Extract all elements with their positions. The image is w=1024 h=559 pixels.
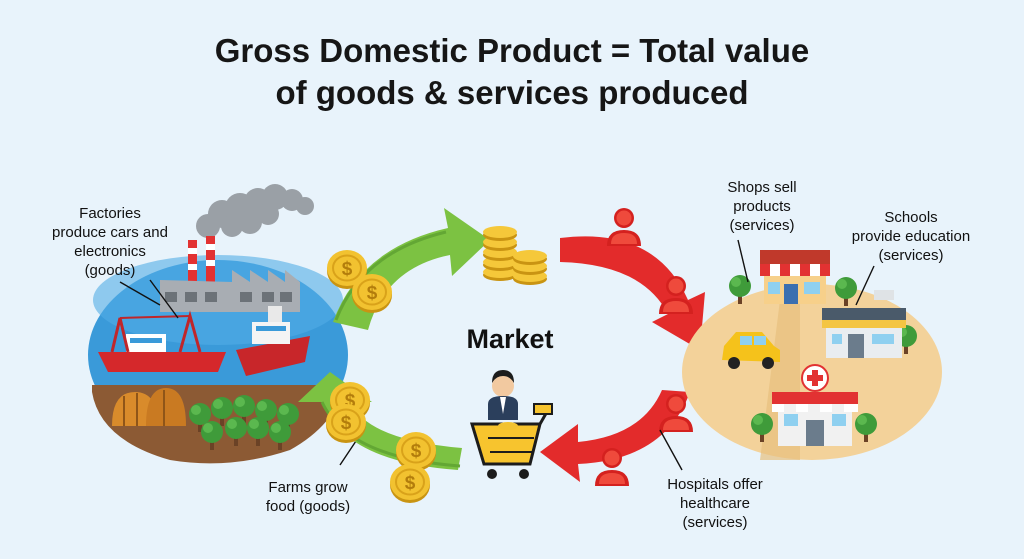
shops-annotation-line-2: products bbox=[733, 198, 791, 215]
services-flow-arrow-top bbox=[560, 236, 705, 350]
schools-annotation-line-3: (services) bbox=[878, 247, 944, 264]
factories-annotation-line-4: (goods) bbox=[84, 262, 136, 279]
hospitals-annotation-line-3: (services) bbox=[682, 514, 748, 531]
shop-icon bbox=[760, 250, 830, 304]
cargo-ship-icon bbox=[98, 310, 226, 372]
schools-annotation-line-2: provide education bbox=[851, 228, 971, 245]
production-scene bbox=[88, 184, 363, 466]
shops-annotation-line-1: Shops sell bbox=[727, 179, 797, 196]
smoke-icon bbox=[196, 184, 314, 238]
services-flow-arrow-bottom bbox=[540, 390, 690, 482]
factories-annotation-line-3: electronics bbox=[74, 243, 146, 260]
farm-icon bbox=[112, 388, 186, 426]
schools-annotation-line-1: Schools bbox=[884, 209, 938, 226]
services-scene bbox=[659, 239, 942, 471]
hospital-icon bbox=[772, 364, 858, 446]
page-title: Gross Domestic Product = Total value of … bbox=[0, 30, 1024, 114]
shopping-cart-icon bbox=[469, 370, 553, 479]
shops-annotation-line-3: (services) bbox=[729, 217, 795, 234]
market-label: Market bbox=[466, 324, 554, 354]
hospitals-annotation: Hospitals offer healthcare (services) bbox=[640, 475, 790, 532]
hospitals-annotation-line-1: Hospitals offer bbox=[667, 476, 763, 493]
car-icon bbox=[722, 332, 780, 369]
farms-annotation: Farms grow food (goods) bbox=[248, 478, 368, 516]
title-line-1: Gross Domestic Product = Total value bbox=[214, 32, 810, 69]
factories-annotation-line-1: Factories bbox=[79, 205, 141, 222]
factories-annotation-line-2: produce cars and bbox=[52, 224, 168, 241]
cargo-ship-icon-2 bbox=[236, 306, 310, 376]
factory-icon bbox=[160, 236, 300, 312]
farms-annotation-line-2: food (goods) bbox=[265, 498, 351, 515]
farms-annotation-line-1: Farms grow bbox=[268, 479, 348, 496]
coin-stack-icon bbox=[483, 226, 547, 285]
shops-annotation: Shops sell products (services) bbox=[702, 178, 822, 235]
factories-annotation: Factories produce cars and electronics (… bbox=[30, 204, 190, 280]
schools-annotation: Schools provide education (services) bbox=[826, 208, 996, 265]
title-line-2: of goods & services produced bbox=[275, 74, 749, 111]
school-icon bbox=[822, 290, 906, 358]
hospitals-annotation-line-2: healthcare bbox=[679, 495, 751, 512]
